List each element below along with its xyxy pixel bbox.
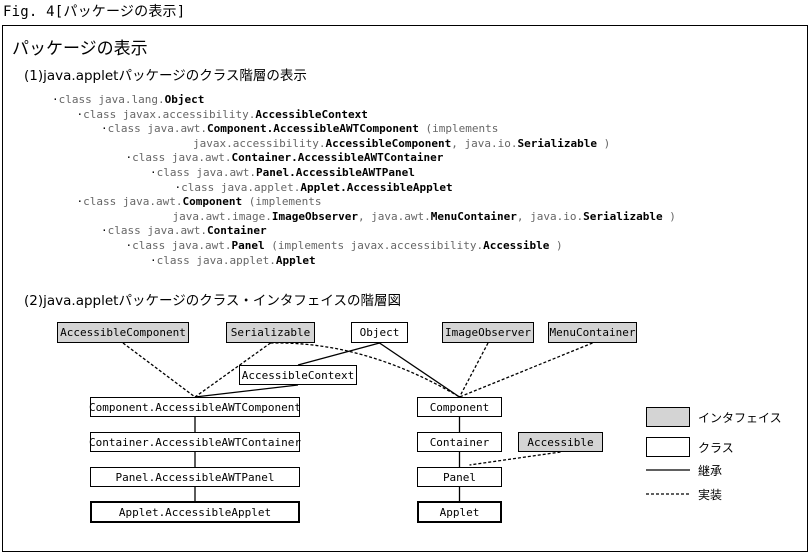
- legend-class-swatch: [646, 437, 690, 457]
- tree-type-name: Container: [206, 224, 267, 238]
- legend-class-label: クラス: [698, 441, 734, 455]
- class-hierarchy-tree: ·class java.lang.Object·class javax.acce…: [52, 93, 676, 268]
- tree-text: class java.awt.: [83, 195, 183, 209]
- tree-line: ·class java.applet.Applet.AccessibleAppl…: [175, 181, 453, 195]
- legend-implement-label: 実装: [698, 488, 723, 502]
- tree-line: javax.accessibility.AccessibleComponent,…: [193, 137, 610, 151]
- tree-text: class java.awt.: [107, 224, 207, 238]
- tree-line: ·class java.awt.Container.AccessibleAWTC…: [126, 151, 444, 165]
- node-panel-accessible-awt-panel: Panel.AccessibleAWTPanel: [90, 467, 300, 487]
- tree-bullet: ·: [125, 239, 133, 252]
- tree-line: ·class java.applet.Applet: [150, 254, 316, 268]
- tree-text: ): [662, 209, 676, 223]
- tree-text: class java.awt.: [156, 166, 256, 179]
- tree-text: class java.applet.: [156, 253, 276, 267]
- edge-serializable-to-component-accessible-awt-component: [194, 342, 271, 398]
- edge-object-to-accessible-context: [297, 342, 380, 366]
- tree-type-name: Component.AccessibleAWTComponent: [206, 122, 419, 136]
- node-panel: Panel: [417, 467, 502, 487]
- page-title: パッケージの表示: [12, 39, 148, 59]
- edge-object-to-component: [379, 342, 460, 398]
- node-serializable: Serializable: [226, 322, 315, 343]
- tree-line: ·class java.awt.Component.AccessibleAWTC…: [101, 122, 498, 136]
- tree-type-name: Serializable: [517, 136, 598, 150]
- tree-text: class java.awt.: [132, 151, 232, 165]
- tree-type-name: ImageObserver: [271, 209, 358, 223]
- tree-line: ·class java.lang.Object: [52, 93, 204, 107]
- tree-line: ·class java.awt.Container: [101, 224, 267, 238]
- tree-text: class javax.accessibility.: [83, 107, 256, 121]
- tree-type-name: MenuContainer: [430, 209, 517, 223]
- tree-bullet: ·: [76, 107, 84, 121]
- tree-type-name: AccessibleComponent: [325, 136, 452, 150]
- section1-title: (1)java.appletパッケージのクラス階層の表示: [24, 68, 307, 84]
- tree-text: , java.io.: [516, 209, 584, 223]
- node-menu-container: MenuContainer: [548, 322, 637, 343]
- tree-type-name: Applet.AccessibleApplet: [300, 180, 453, 194]
- tree-bullet: ·: [150, 253, 157, 267]
- tree-type-name: Serializable: [583, 209, 663, 223]
- node-component-accessible-awt-component: Component.AccessibleAWTComponent: [89, 397, 301, 417]
- figure-caption: Fig. 4[パッケージの表示]: [3, 4, 186, 20]
- node-object: Object: [351, 322, 408, 343]
- tree-text: class java.awt.: [107, 122, 207, 136]
- tree-bullet: ·: [174, 180, 182, 194]
- legend: [646, 469, 690, 495]
- tree-text: ): [597, 136, 611, 150]
- tree-line: ·class javax.accessibility.AccessibleCon…: [77, 108, 368, 122]
- tree-type-name: Container.AccessibleAWTContainer: [231, 151, 444, 165]
- tree-type-name: Applet: [275, 253, 316, 267]
- tree-type-name: Component: [182, 195, 243, 209]
- tree-type-name: Panel.AccessibleAWTPanel: [255, 166, 415, 179]
- tree-text: class java.applet.: [181, 180, 301, 194]
- tree-text: javax.accessibility.: [193, 136, 326, 150]
- tree-type-name: AccessibleContext: [255, 107, 368, 121]
- tree-bullet: ·: [150, 166, 157, 179]
- node-component: Component: [417, 397, 502, 417]
- edge-menu-container-to-component: [459, 342, 593, 398]
- node-applet: Applet: [417, 501, 502, 523]
- tree-bullet: ·: [101, 122, 108, 136]
- tree-text: class java.lang.: [58, 93, 165, 106]
- tree-text: (implements javax.accessibility.: [264, 239, 484, 252]
- tree-line: ·class java.awt.Panel (implements javax.…: [126, 239, 563, 253]
- figure-frame: [2, 25, 808, 552]
- tree-type-name: Accessible: [483, 239, 550, 252]
- node-container-accessible-awt-container: Container.AccessibleAWTContainer: [89, 432, 301, 452]
- legend-interface-swatch: [646, 407, 690, 427]
- node-accessible: Accessible: [518, 432, 603, 452]
- section2-title: (2)java.appletパッケージのクラス・インタフェイスの階層図: [24, 293, 402, 309]
- edge-accessible-to-panel: [469, 451, 561, 466]
- tree-bullet: ·: [52, 93, 59, 106]
- tree-line: ·class java.awt.Panel.AccessibleAWTPanel: [150, 166, 415, 180]
- tree-text: , java.io.: [451, 136, 518, 150]
- tree-text: (implements: [242, 195, 322, 209]
- node-container: Container: [417, 432, 502, 452]
- edge-serializable-to-component: [270, 342, 460, 398]
- tree-text: class java.awt.: [132, 239, 232, 252]
- tree-bullet: ·: [125, 151, 133, 165]
- tree-line: java.awt.image.ImageObserver, java.awt.M…: [173, 210, 676, 224]
- legend-inherit-label: 継承: [698, 464, 723, 478]
- tree-type-name: Object: [164, 93, 205, 106]
- tree-bullet: ·: [101, 224, 108, 238]
- tree-text: (implements: [418, 122, 499, 136]
- node-image-observer: ImageObserver: [442, 322, 534, 343]
- tree-text: ): [549, 239, 563, 252]
- edge-accessible-context-to-component-accessible-awt-component: [194, 384, 299, 398]
- node-accessible-component: AccessibleComponent: [57, 322, 189, 343]
- tree-text: java.awt.image.: [172, 209, 272, 223]
- edge-image-observer-to-component: [458, 342, 489, 398]
- legend-interface-label: インタフェイス: [698, 411, 782, 425]
- tree-line: ·class java.awt.Component (implements: [77, 195, 322, 209]
- tree-text: , java.awt.: [357, 209, 431, 223]
- tree-bullet: ·: [76, 195, 84, 209]
- node-applet-accessible-applet: Applet.AccessibleApplet: [90, 501, 300, 523]
- diagram-edges: [122, 342, 593, 501]
- node-accessible-context: AccessibleContext: [239, 365, 357, 385]
- edge-accessible-component-to-component-accessible-awt-component: [122, 342, 196, 398]
- tree-type-name: Panel: [231, 239, 265, 252]
